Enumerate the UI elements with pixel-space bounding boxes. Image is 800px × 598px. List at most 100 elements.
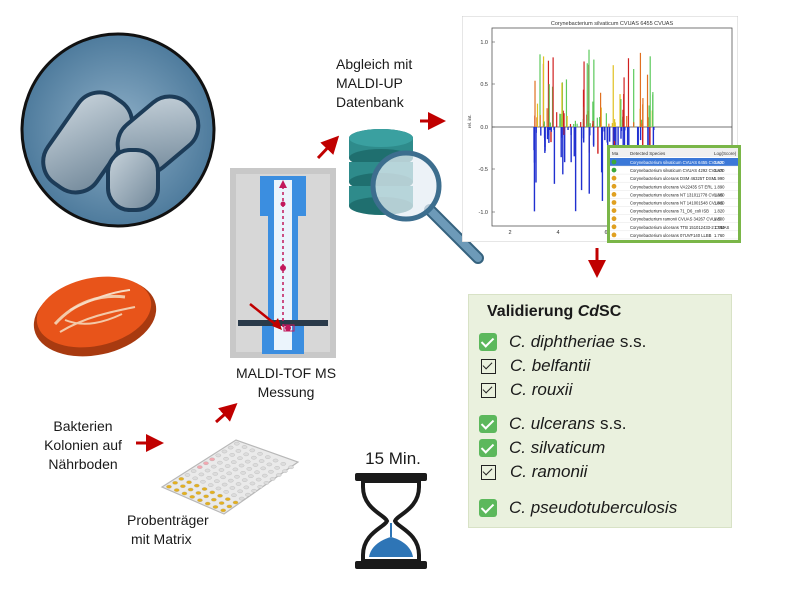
- spectrum-ytick: 1.0: [480, 40, 488, 46]
- plate-well: [231, 460, 237, 464]
- plate-well: [207, 483, 214, 487]
- plate-well: [272, 458, 279, 463]
- plate-well: [248, 474, 254, 478]
- checkbox-icon: [481, 464, 496, 480]
- plate-well: [265, 455, 271, 459]
- plate-well: [218, 468, 225, 472]
- plate-well: [258, 459, 265, 463]
- plate-well: [204, 468, 211, 473]
- spectrum-xtick: 4: [556, 230, 559, 236]
- plate-well: [223, 457, 229, 461]
- bakterien-line2: Kolonien auf: [44, 437, 122, 453]
- table-score-cell: 1.990: [714, 176, 725, 181]
- species-item: C. rouxii: [479, 379, 572, 401]
- plate-well: [212, 472, 219, 476]
- plate-well: [215, 453, 222, 458]
- plate-well: [217, 494, 223, 498]
- plate-well: [243, 485, 250, 490]
- score-dot-icon: [611, 159, 617, 165]
- plate-well: [212, 505, 219, 509]
- plate-well: [200, 479, 206, 484]
- species-item: C. belfantii: [479, 355, 590, 377]
- table-species-cell: Corynebacterium ramonii CVUAS 34267 CVUA…: [630, 217, 721, 222]
- plate-well: [192, 476, 198, 481]
- maldi-label-line1: MALDI-TOF MS: [235, 365, 337, 381]
- score-dot-icon: [611, 200, 617, 205]
- plate-well: [252, 463, 259, 467]
- score-dot-icon: [611, 175, 617, 181]
- sample-target-plate: [150, 432, 300, 517]
- timer-label: 15 Min.: [365, 449, 421, 468]
- validation-title-prefix: Validierung: [487, 303, 578, 320]
- validation-title: Validierung CdSC: [487, 303, 621, 321]
- species-name: C. ramonii: [510, 462, 588, 481]
- species-item: C. ulcerans s.s.: [479, 413, 626, 435]
- plate-well: [215, 486, 222, 491]
- maldi-label: MALDI-TOF MS Messung: [216, 364, 356, 402]
- validation-panel: Validierung CdSC C. diphtheriae s.s. C. …: [468, 294, 732, 528]
- plate-well: [246, 467, 253, 471]
- plate-well: [254, 470, 260, 475]
- table-species-cell: Corynebacterium ulcerans 71_D6_coli ISB: [630, 209, 709, 214]
- abgleich-label: Abgleich mit MALDI-UP Datenbank: [336, 55, 446, 112]
- species-name: C. rouxii: [510, 380, 573, 399]
- table-score-cell: 1.890: [714, 184, 725, 189]
- plate-well: [221, 482, 228, 487]
- microscope-image: [18, 30, 218, 230]
- plate-well: [229, 486, 236, 490]
- table-species-cell: Corynebacterium ulcerans NT 141001548 CV…: [630, 201, 723, 206]
- score-dot-icon: [611, 208, 617, 213]
- score-dot-icon: [611, 183, 617, 189]
- green-check-icon: [479, 333, 497, 351]
- plate-well: [180, 484, 186, 488]
- species-name: C. belfantii: [510, 356, 591, 375]
- plate-well: [195, 491, 202, 495]
- species-item: C. ramonii: [479, 461, 587, 483]
- plate-well: [221, 449, 228, 454]
- plate-well: [262, 473, 268, 478]
- plate-well: [218, 501, 225, 505]
- species-suffix: s.s.: [619, 332, 647, 351]
- plate-well: [226, 471, 232, 476]
- plate-well: [223, 490, 229, 494]
- plate-well: [235, 482, 242, 486]
- abgleich-line3: Datenbank: [336, 94, 404, 110]
- probentraeger-line2: mit Matrix: [131, 531, 192, 547]
- abgleich-line2: MALDI-UP: [336, 75, 403, 91]
- score-dot-icon: [611, 232, 617, 238]
- spectrum-ytick: -0.5: [479, 167, 488, 173]
- validation-title-italic: Cd: [577, 303, 600, 320]
- plate-well: [274, 466, 280, 470]
- table-score-cell: 1.820: [714, 209, 725, 214]
- plate-well: [211, 497, 217, 502]
- maldi-label-line2: Messung: [257, 384, 315, 400]
- table-score-cell: 2.620: [714, 160, 725, 165]
- plate-well: [224, 464, 231, 468]
- plate-well: [231, 493, 237, 497]
- probentraeger-label: Probenträger mit Matrix: [127, 511, 247, 549]
- table-header-ma: Ma: [612, 151, 619, 156]
- plate-well: [245, 492, 251, 497]
- score-dot-icon: [611, 216, 617, 222]
- table-score-cell: 1.780: [714, 225, 725, 230]
- checkbox-icon: [481, 358, 496, 374]
- plate-well: [225, 497, 231, 501]
- plate-well: [181, 491, 188, 496]
- plate-well: [214, 479, 220, 483]
- plate-well: [203, 494, 209, 499]
- plate-well: [282, 469, 288, 473]
- plate-well: [266, 462, 273, 467]
- table-score-cell: 1.880: [714, 192, 725, 197]
- plate-well: [220, 475, 226, 480]
- plate-well: [190, 469, 197, 473]
- plate-well: [198, 472, 205, 477]
- plate-well: [204, 501, 211, 506]
- table-species-cell: Corynebacterium ulcerans 07UVF140 LLBB: [630, 233, 712, 238]
- plate-well: [257, 452, 263, 456]
- plate-well: [226, 504, 233, 509]
- spectrum-ytick: -1.0: [479, 210, 488, 216]
- table-species-cell: Corynebacterium silvaticum CVUAS 4292 CV…: [630, 168, 723, 173]
- plate-well: [166, 484, 172, 489]
- plate-well: [184, 473, 191, 477]
